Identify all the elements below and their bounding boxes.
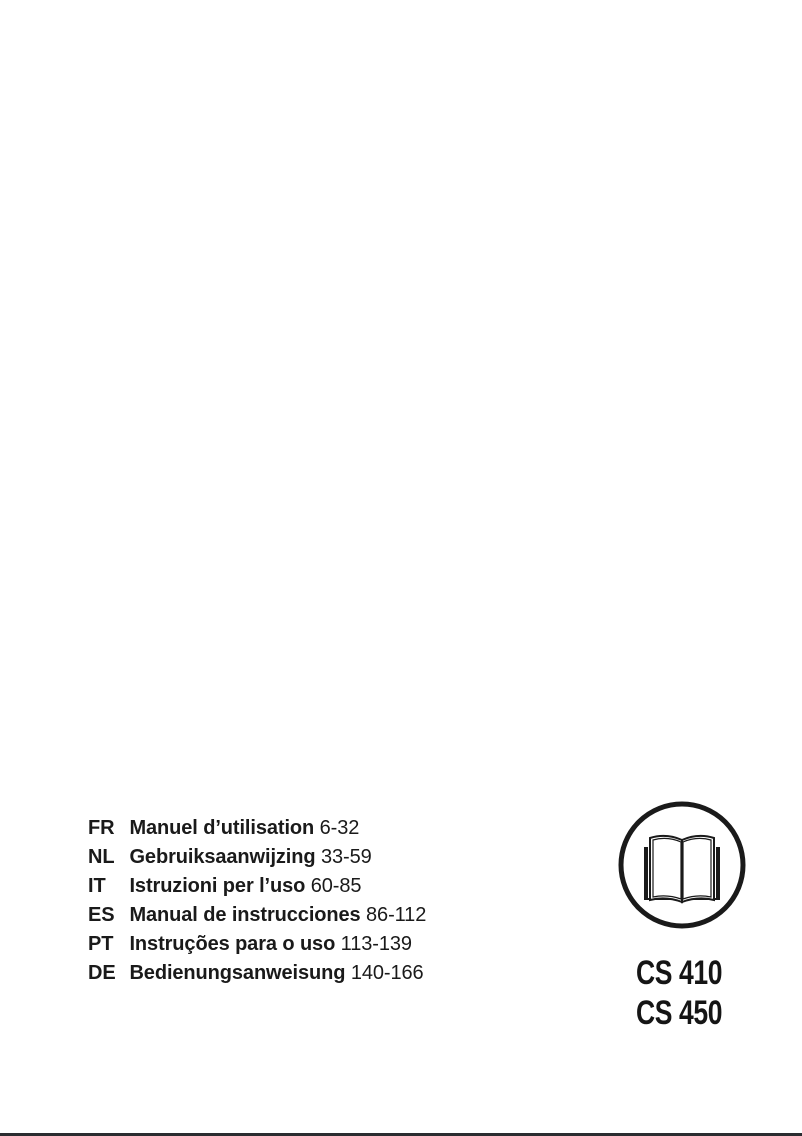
language-entry-fr: FR Manuel d’utilisation 6-32 <box>88 814 426 843</box>
language-title: Instruções para o uso <box>129 933 336 955</box>
language-title: Bedienungsanweisung <box>129 962 346 984</box>
language-code: NL <box>88 846 115 868</box>
page-range: 60-85 <box>310 875 362 897</box>
page-range: 113-139 <box>340 933 412 955</box>
language-title: Istruzioni per l’uso <box>129 875 306 897</box>
language-entry-nl: NL Gebruiksaanwijzing 33-59 <box>88 843 426 872</box>
page-range: 33-59 <box>320 846 372 868</box>
page-range: 6-32 <box>319 817 360 839</box>
language-entry-es: ES Manual de instrucciones 86-112 <box>88 901 426 930</box>
language-entry-de: DE Bedienungsanweisung 140-166 <box>88 959 426 988</box>
language-code: DE <box>88 962 116 984</box>
language-code: PT <box>88 933 114 955</box>
model-number: CS 450 <box>636 994 723 1032</box>
language-title: Manual de instrucciones <box>129 904 361 926</box>
language-entry-pt: PT Instruções para o uso 113-139 <box>88 930 426 959</box>
model-number: CS 410 <box>636 954 723 992</box>
language-entry-it: IT Istruzioni per l’uso 60-85 <box>88 872 426 901</box>
read-manual-book-icon <box>617 800 747 930</box>
language-code: FR <box>88 817 115 839</box>
page-range: 140-166 <box>350 962 424 984</box>
language-title: Manuel d’utilisation <box>129 817 315 839</box>
language-code: IT <box>88 875 106 897</box>
model-numbers: CS 410 CS 450 <box>636 953 723 1033</box>
language-title: Gebruiksaanwijzing <box>129 846 316 868</box>
page-bottom-rule <box>0 1133 802 1136</box>
language-code: ES <box>88 904 115 926</box>
language-index: FR Manuel d’utilisation 6-32 NL Gebruiks… <box>88 814 426 988</box>
page-range: 86-112 <box>366 904 427 926</box>
